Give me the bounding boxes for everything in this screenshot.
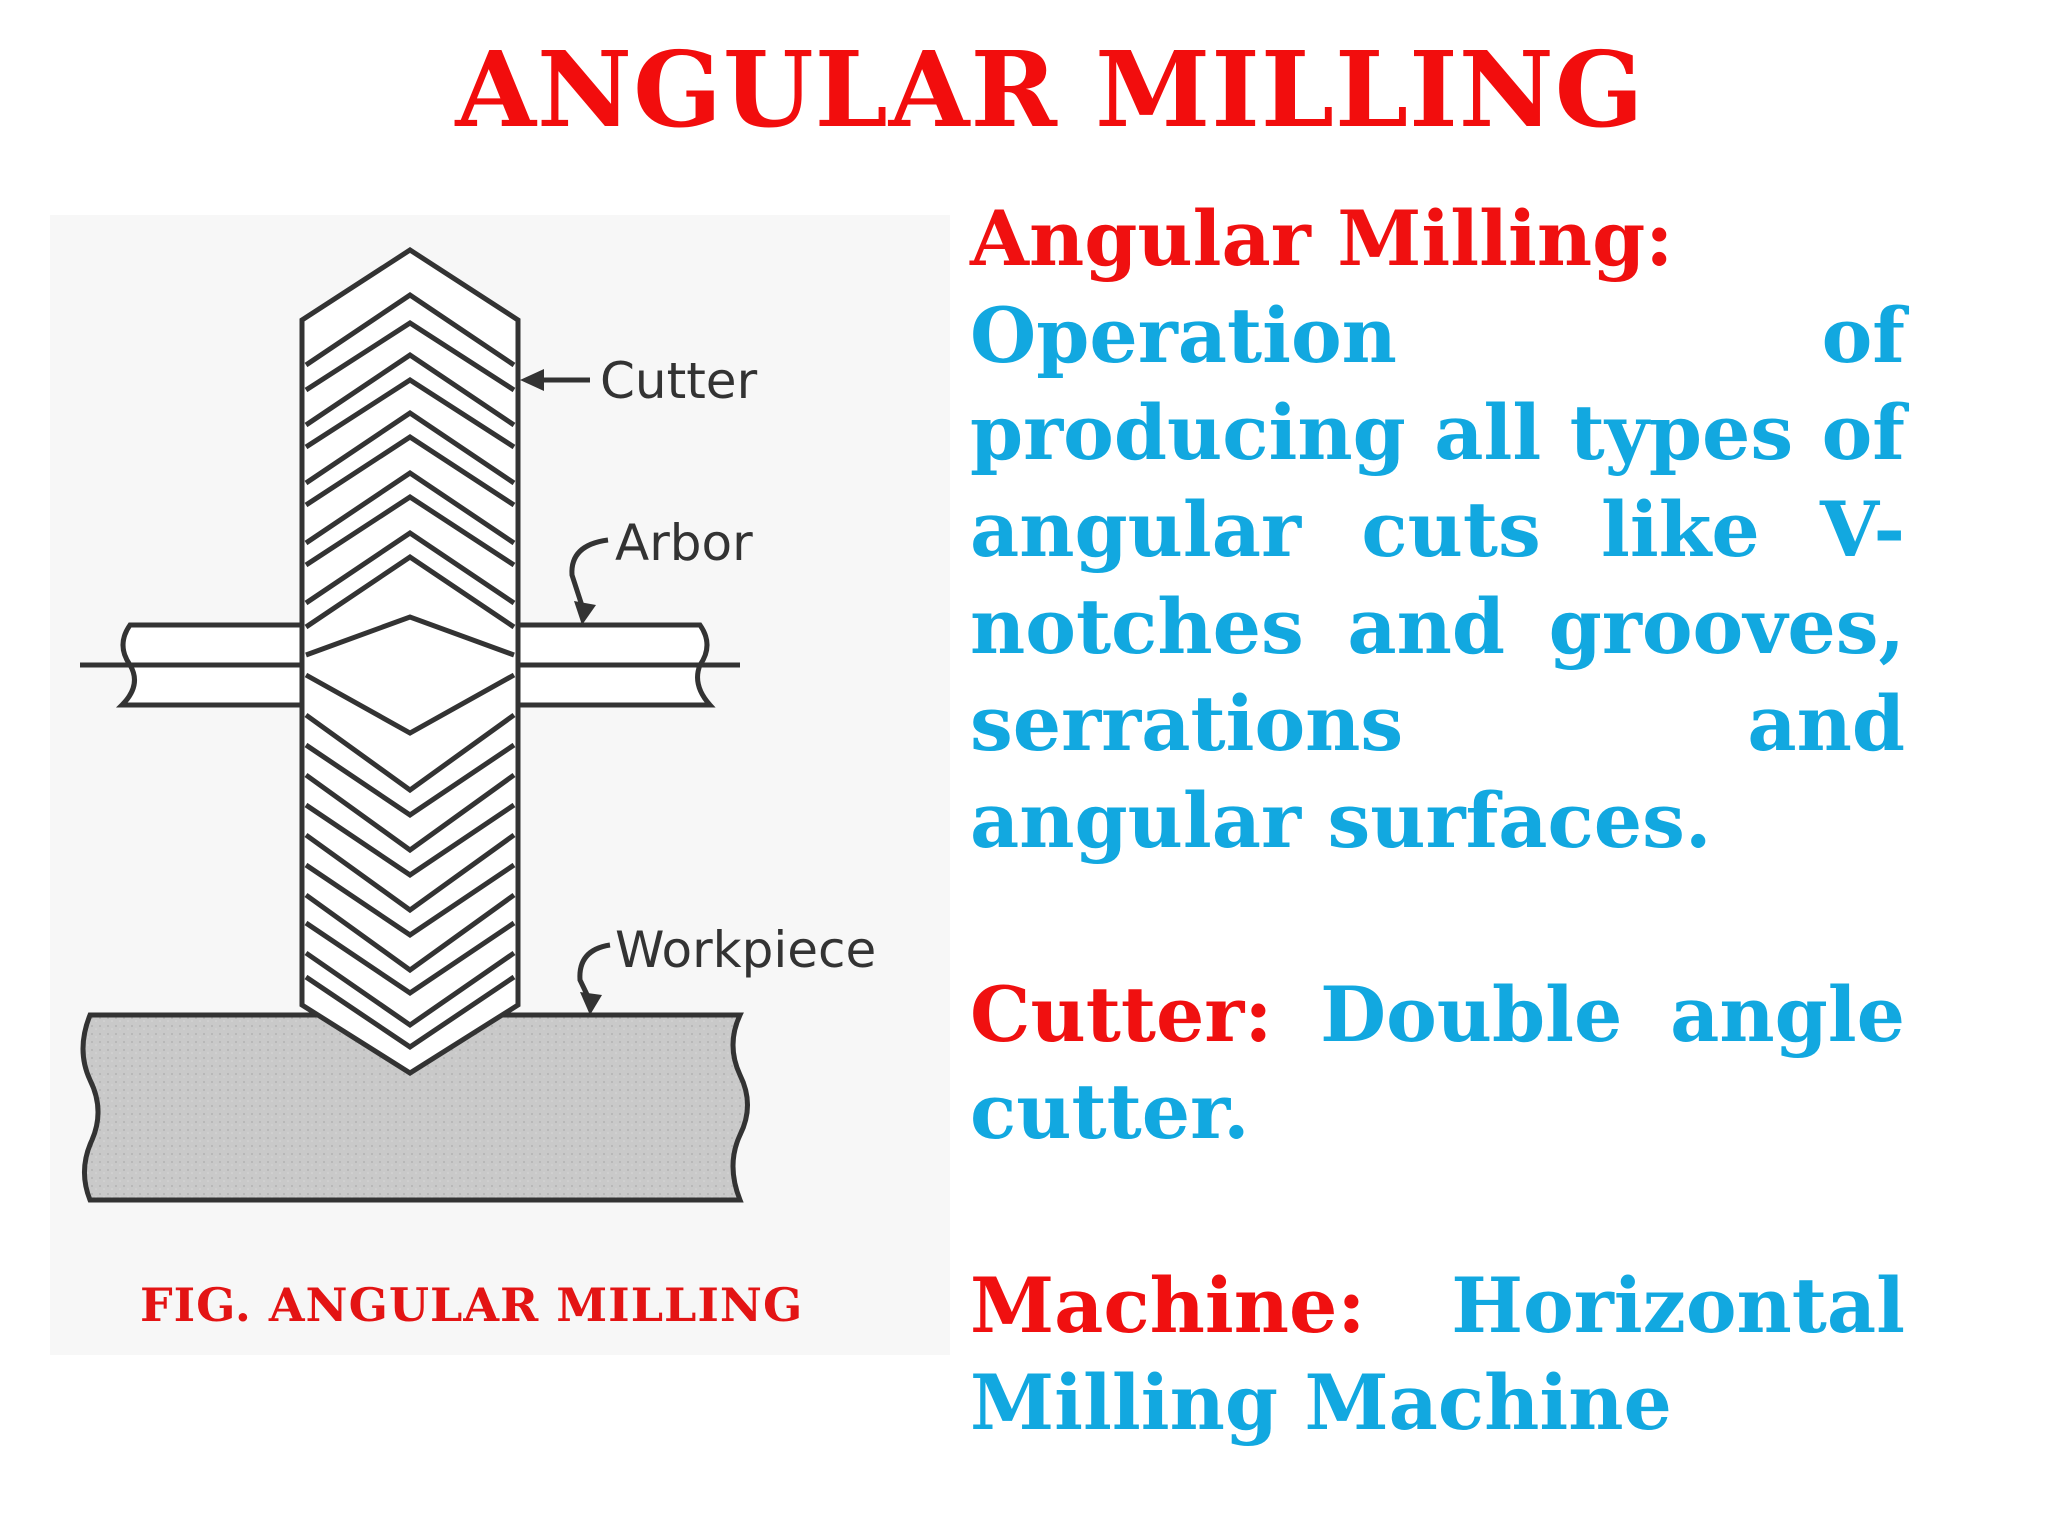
angular-milling-diagram: Cutter Arbor Workpiece [80, 247, 876, 1203]
definition-column: Angular Milling: Operation of producing … [970, 190, 1905, 1451]
angular-milling-figure: Cutter Arbor Workpiece [50, 215, 950, 1355]
spacer [970, 869, 1905, 966]
slide-title: ANGULAR MILLING [455, 28, 1645, 151]
cutter-teeth [304, 291, 516, 1051]
cutter-label: Cutter [600, 352, 758, 410]
cutter-term: Cutter: [970, 970, 1273, 1059]
machine-term: Machine: [970, 1261, 1366, 1350]
cutter-paragraph: Cutter: Double angle cutter. [970, 966, 1905, 1160]
workpiece-label: Workpiece [615, 921, 876, 979]
figure-caption: FIG. ANGULAR MILLING [140, 1278, 804, 1332]
cutter-leader [520, 369, 590, 391]
cutter-definition: Double angle cutter. [970, 970, 1905, 1156]
arbor-leader [569, 537, 609, 625]
machine-definition: Horizontal Milling Machine [970, 1261, 1905, 1447]
workpiece-block [80, 1012, 750, 1203]
angular-milling-term: Angular Milling: [970, 194, 1674, 283]
spacer [970, 1160, 1905, 1257]
workpiece-leader [577, 942, 611, 1015]
cutter-body [299, 247, 521, 1076]
arbor-label: Arbor [615, 514, 753, 572]
angular-milling-definition: Operation of producing all types of angu… [970, 291, 1905, 865]
machine-paragraph: Machine: Horizontal Milling Machine [970, 1257, 1905, 1451]
